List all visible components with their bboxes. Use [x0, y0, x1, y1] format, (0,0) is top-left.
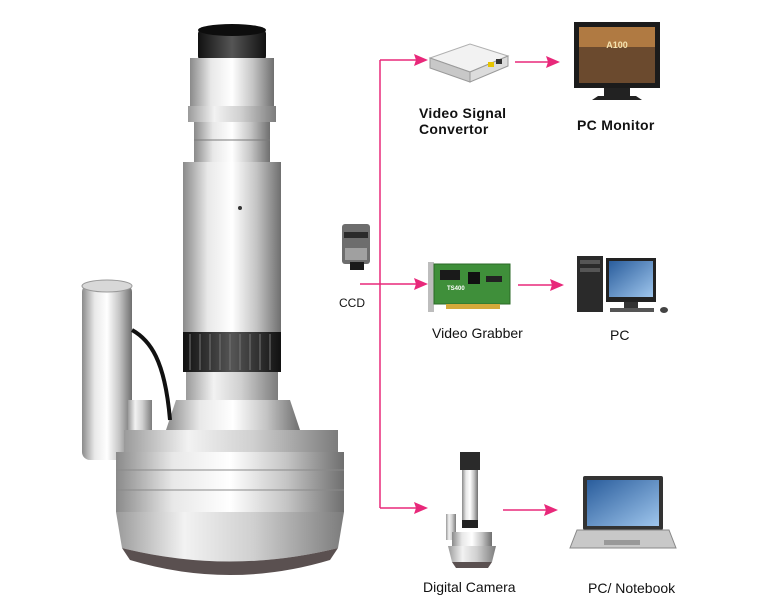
- video-convertor-icon: [428, 43, 510, 83]
- arrowheads: [414, 54, 564, 516]
- label-pc-notebook: PC/ Notebook: [588, 580, 676, 596]
- connector-lines: [360, 59, 552, 511]
- label-video-grabber: Video Grabber: [432, 325, 523, 341]
- ccd-camera-icon: [342, 224, 370, 270]
- arrow-to-grabber: [414, 278, 428, 290]
- label-video-signal-line1: Video Signal: [419, 105, 507, 121]
- arrow-to-pc: [550, 279, 564, 291]
- arrow-to-monitor: [546, 56, 560, 68]
- desktop-pc-icon: [577, 256, 668, 313]
- label-digital-camera: Digital Camera: [423, 579, 516, 595]
- monitor-screen-text: A100: [606, 40, 628, 50]
- label-pc: PC: [610, 327, 630, 343]
- video-grabber-card-icon: TS400: [428, 262, 511, 312]
- label-video-signal-line2: Convertor: [419, 121, 489, 137]
- arrow-to-digital-camera: [414, 502, 428, 514]
- notebook-icon: [569, 476, 677, 549]
- digital-camera-microscope-icon: [446, 452, 496, 568]
- label-pc-monitor: PC Monitor: [577, 117, 655, 133]
- pc-monitor-icon: A100: [574, 22, 660, 100]
- microscope-icon: [81, 24, 344, 575]
- arrow-to-notebook: [544, 504, 558, 516]
- grabber-card-text: TS400: [447, 286, 465, 292]
- arrow-to-convertor: [414, 54, 428, 66]
- label-ccd: CCD: [339, 296, 365, 310]
